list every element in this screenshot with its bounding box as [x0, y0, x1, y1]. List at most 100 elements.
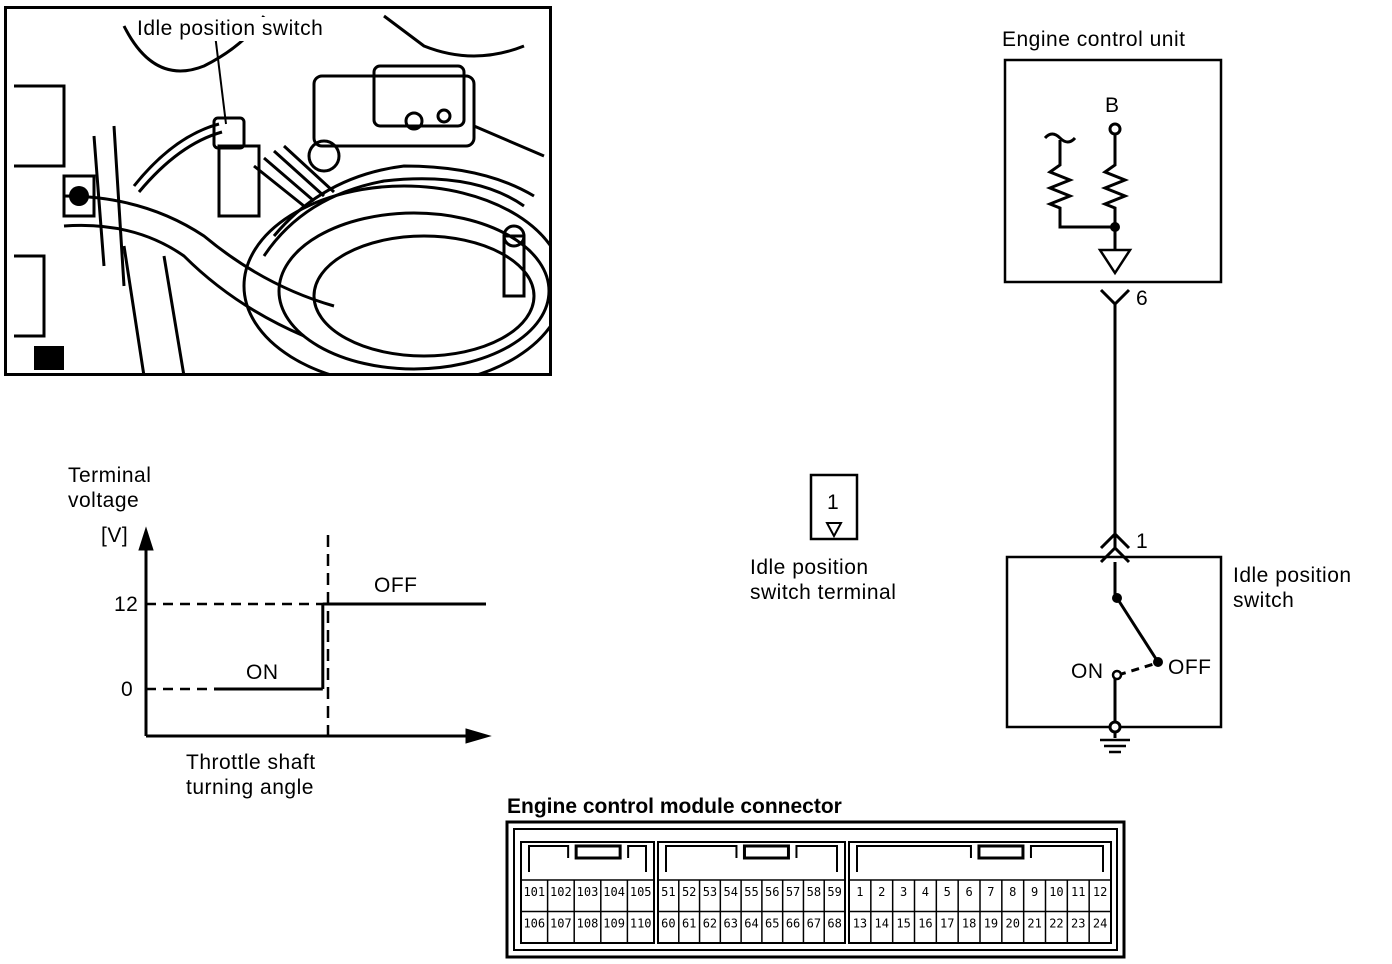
connector-pin-label: 8	[1009, 885, 1016, 899]
terminal-ref-caption-line1: Idle position	[750, 556, 869, 579]
switch-off-dot	[1153, 657, 1163, 667]
connector-pin-label: 64	[744, 917, 758, 931]
switch-contacts	[1100, 562, 1160, 754]
connector-pin-label: 4	[922, 885, 929, 899]
connector-pin-label: 2	[878, 885, 885, 899]
switch-pivot-dot	[1112, 593, 1122, 603]
connector-pin-label: 5	[944, 885, 951, 899]
connector-pin-label: 59	[827, 885, 841, 899]
connector-pin-label: 18	[962, 917, 976, 931]
connector-pin-label: 61	[682, 917, 696, 931]
connector-pin-label: 105	[630, 885, 652, 899]
connector-latch-1	[574, 844, 622, 860]
connector-pin-label: 65	[765, 917, 779, 931]
connector-pin-label: 63	[723, 917, 737, 931]
ecu-connector-6	[1099, 288, 1131, 550]
switch-off-label: OFF	[1168, 656, 1212, 679]
engine-illustration: Idle position switch	[4, 6, 552, 376]
connector-pin-label: 101	[523, 885, 545, 899]
connector-pin-label: 21	[1027, 917, 1041, 931]
connector-pin-label: 7	[987, 885, 994, 899]
connector-pin-label: 56	[765, 885, 779, 899]
chart-series-group	[214, 602, 486, 691]
connector-pin-label: 11	[1071, 885, 1085, 899]
photo-callout-label: Idle position switch	[137, 17, 324, 41]
connector-key-outline-1	[528, 845, 647, 872]
connector-pin-label: 52	[682, 885, 696, 899]
ecu-left-resistor	[1043, 132, 1115, 229]
connector-pin-label: 9	[1031, 885, 1038, 899]
ecu-title: Engine control unit	[1002, 28, 1186, 51]
terminal-ref-caption-line2: switch terminal	[750, 581, 897, 604]
ecu-supply-label: B	[1105, 94, 1120, 117]
chart-yunit: [V]	[101, 524, 129, 547]
connector-pin-label: 106	[523, 917, 545, 931]
connector-inner-frame	[513, 828, 1118, 951]
connector-pin-label: 10	[1049, 885, 1063, 899]
connector-key-outline-2	[665, 845, 838, 872]
connector-pin-label: 22	[1049, 917, 1063, 931]
connector-pin-label: 23	[1071, 917, 1085, 931]
chart-annotation-off: OFF	[374, 574, 418, 597]
switch-pin-1: 1	[1136, 530, 1149, 553]
connector-pin-label: 110	[630, 917, 652, 931]
switch-title-line2: switch	[1233, 589, 1295, 612]
connector-outer-frame	[505, 820, 1126, 959]
ecu-box	[1003, 58, 1223, 284]
terminal-ref-triangle	[825, 522, 843, 539]
connector-title: Engine control module connector	[507, 795, 842, 818]
connector-pin-label: 68	[827, 917, 841, 931]
connector-pin-label: 109	[603, 917, 625, 931]
chart-xlabel-line1: Throttle shaft	[186, 751, 316, 774]
connector-pin-label: 14	[875, 917, 889, 931]
switch-on-label: ON	[1071, 660, 1104, 683]
connector-pin-label: 24	[1093, 917, 1107, 931]
connector-pin-label: 15	[896, 917, 910, 931]
chart-xlabel-line2: turning angle	[186, 776, 314, 799]
chart-ylabel-line1: Terminal	[68, 464, 152, 487]
connector-pin-label: 103	[577, 885, 599, 899]
connector-pin-label: 3	[900, 885, 907, 899]
terminal-ref-number: 1	[827, 491, 840, 514]
connector-pin-label: 67	[807, 917, 821, 931]
connector-pin-label: 51	[661, 885, 675, 899]
connector-pin-label: 107	[550, 917, 572, 931]
connector-pin-label: 66	[786, 917, 800, 931]
connector-pin-label: 60	[661, 917, 675, 931]
chart-y-arrow	[138, 526, 154, 551]
connector-pin-label: 19	[984, 917, 998, 931]
connector-key-outline-3	[856, 845, 1104, 872]
chart-ytick-0: 0	[121, 678, 134, 701]
connector-pin-label: 20	[1006, 917, 1020, 931]
connector-pin-label: 16	[918, 917, 932, 931]
terminal-ref-box	[809, 473, 859, 541]
switch-title-line1: Idle position	[1233, 564, 1352, 587]
ecu-junction-dot	[1110, 222, 1120, 232]
connector-pin-label: 58	[807, 885, 821, 899]
connector-pin-label: 104	[603, 885, 625, 899]
engine-drawing	[4, 6, 552, 376]
chart-ytick-12: 12	[114, 593, 139, 616]
connector-latch-2	[742, 844, 790, 860]
chart-annotation-on: ON	[246, 661, 279, 684]
ecu-pin-6: 6	[1136, 287, 1149, 310]
chart-ylabel-line2: voltage	[68, 489, 140, 512]
connector-pin-label: 54	[723, 885, 737, 899]
switch-on-contact	[1111, 669, 1123, 681]
connector-pin-label: 13	[853, 917, 867, 931]
connector-latch-3	[977, 844, 1025, 860]
connector-pin-label: 53	[703, 885, 717, 899]
connector-pin-label: 62	[703, 917, 717, 931]
connector-pin-label: 108	[577, 917, 599, 931]
connector-pin-label: 12	[1093, 885, 1107, 899]
connector-pin-label: 55	[744, 885, 758, 899]
chart-x-arrow	[465, 728, 492, 744]
connector-pin-label: 6	[965, 885, 972, 899]
connector-pin-label: 1	[856, 885, 863, 899]
connector-pin-label: 102	[550, 885, 572, 899]
ecu-right-resistor	[1097, 122, 1133, 276]
